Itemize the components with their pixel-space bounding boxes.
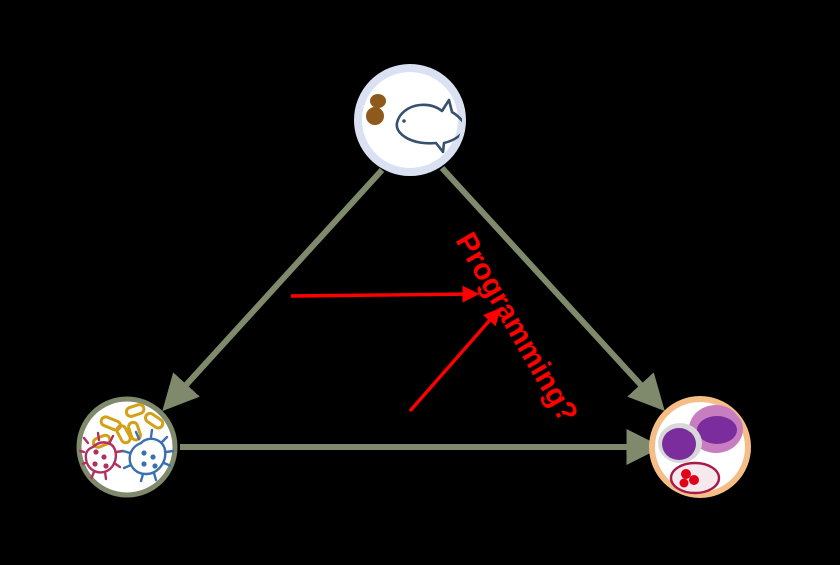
- edges-layer: [162, 165, 665, 465]
- fish-node[interactable]: [354, 64, 472, 176]
- microbe-node[interactable]: [76, 396, 178, 498]
- blue-microbe-icon: [121, 428, 175, 483]
- pink-immune-cell-icon: [689, 405, 743, 453]
- red-blood-cell-icon: [669, 461, 721, 495]
- red-diagonal-arrow: [408, 307, 501, 413]
- immune-cell-node[interactable]: [649, 396, 751, 498]
- red-horizontal-arrow: [290, 285, 480, 303]
- edge-fish-to-immune-cells: [439, 165, 665, 412]
- magenta-microbe-icon: [79, 431, 125, 481]
- programming-label: Programming?: [449, 227, 584, 428]
- rod-bacteria-icon: [91, 403, 165, 449]
- edge-fish-to-microbes: [162, 167, 385, 412]
- brown-bacteria-blob-icon: [366, 94, 386, 125]
- fish-icon: [395, 98, 462, 154]
- gray-immune-cell-icon: [658, 423, 702, 463]
- callout-arrows-layer: [290, 285, 501, 413]
